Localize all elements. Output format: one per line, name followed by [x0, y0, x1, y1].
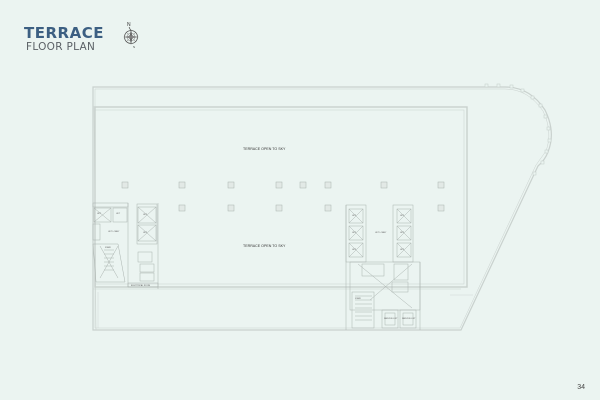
north-arrow-compass-icon: N S: [123, 22, 139, 49]
right-core-room-label: LIFT LOBBY: [375, 232, 387, 234]
right-core-room-label: LIFT: [352, 215, 357, 217]
structural-columns-row-2: [178, 204, 445, 212]
right-core-room-label: LIFT: [352, 232, 357, 234]
left-core-room-label: ELECTRICAL ROOM: [131, 284, 150, 287]
right-core-labels: LIFT LIFT LIFT LIFT LIFT LIFT LIFT LOBBY…: [352, 215, 416, 320]
right-core-room-label: LIFT: [400, 215, 405, 217]
terrace-area: [93, 105, 468, 331]
svg-text:S: S: [133, 45, 135, 49]
page-subtitle: FLOOR PLAN: [26, 41, 96, 53]
terrace-label-top: TERRACE OPEN TO SKY: [243, 147, 286, 151]
terrace-label-bottom: TERRACE OPEN TO SKY: [243, 244, 286, 248]
left-core-room-label: LIFT: [116, 213, 121, 215]
page-number: 34: [577, 384, 585, 391]
right-core-room-label: LIFT: [400, 232, 405, 234]
left-service-core: [92, 202, 159, 289]
right-service-core: [345, 204, 421, 330]
parapet-markers: [484, 83, 552, 176]
left-core-room-label: STAIR: [105, 246, 111, 249]
left-core-room-label: LIFT: [97, 213, 102, 215]
left-core-labels: LIFT LIFT LIFT LIFT LIFT LOBBY STAIR ELE…: [97, 213, 150, 287]
compass-north-label: N: [127, 22, 131, 28]
structural-columns-row-1: [121, 181, 445, 189]
right-core-room-label: STAIR: [355, 297, 361, 300]
page-title: TERRACE: [24, 24, 104, 42]
title-block: TERRACE FLOOR PLAN: [24, 24, 104, 54]
building-outline: [92, 86, 552, 331]
lower-terrace-lines: [93, 288, 473, 328]
left-core-room-label: LIFT: [143, 232, 148, 234]
right-core-room-label: LIFT: [352, 249, 357, 251]
right-core-room-label: LIFT: [400, 249, 405, 251]
left-core-room-label: LIFT: [143, 214, 148, 216]
right-core-room-label: SERVICE LIFT: [402, 318, 416, 320]
left-core-room-label: LIFT LOBBY: [108, 231, 120, 233]
right-core-room-label: SERVICE LIFT: [384, 318, 398, 320]
